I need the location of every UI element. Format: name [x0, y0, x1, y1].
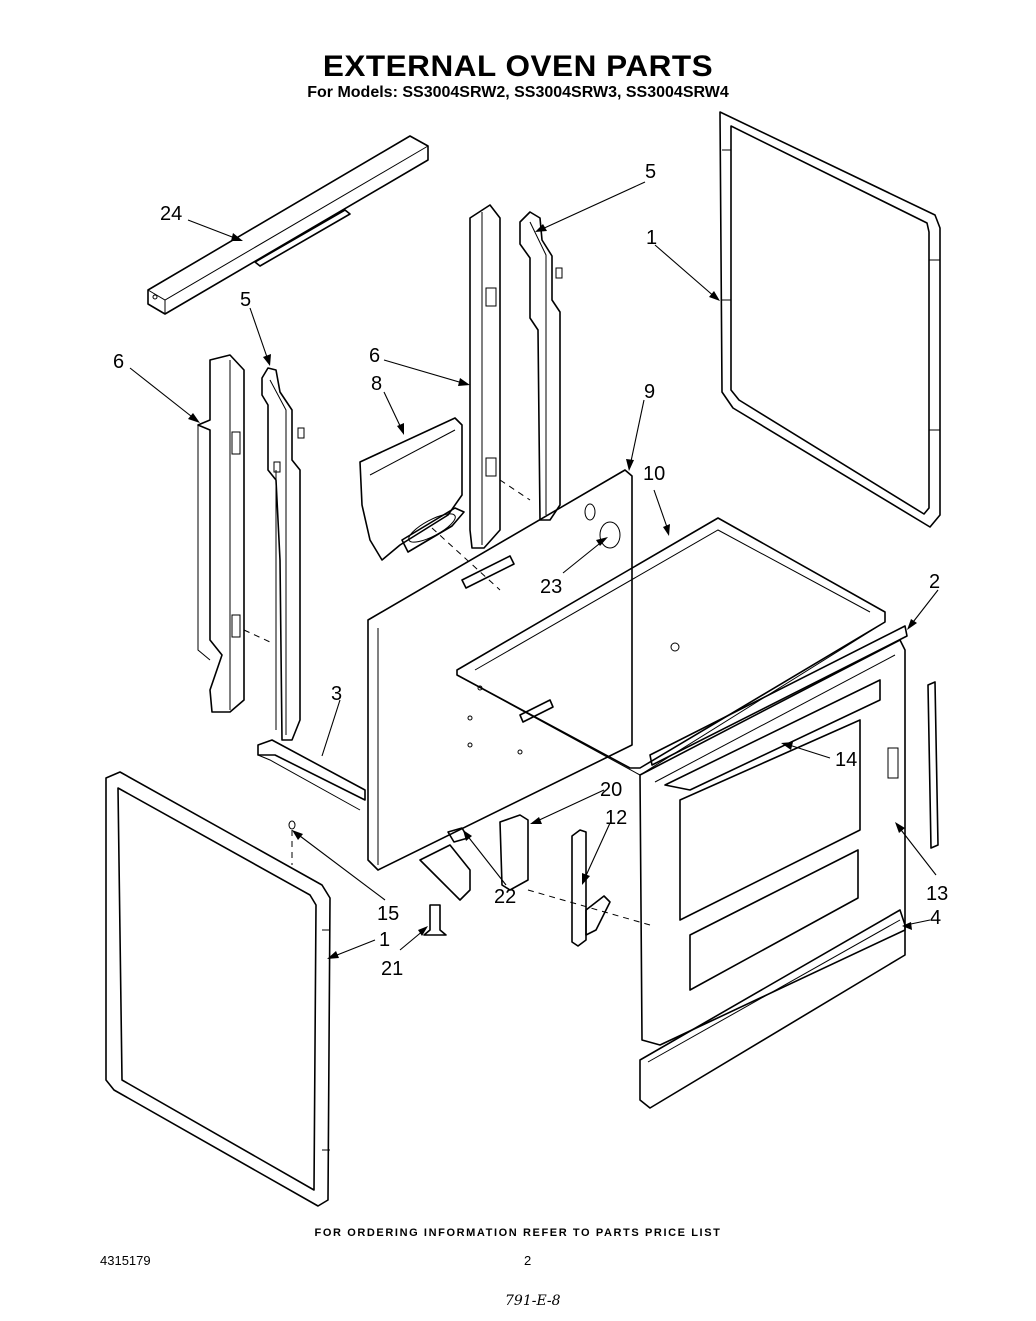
- callout-5-left: 5: [240, 289, 251, 311]
- callout-6-left: 6: [113, 351, 124, 373]
- callout-9: 9: [644, 381, 655, 403]
- ordering-note: FOR ORDERING INFORMATION REFER TO PARTS …: [314, 1227, 722, 1239]
- part-4-bottom-trim: [639, 909, 906, 1109]
- part-1-left-frame: [105, 771, 331, 1207]
- part-2-front-frame: [639, 625, 908, 1046]
- callout-21: 21: [381, 958, 403, 980]
- part-21-bolt: [423, 904, 447, 936]
- callout-2: 2: [929, 571, 940, 593]
- handwritten-note: 791-E-8: [505, 1293, 561, 1309]
- models-subtitle: For Models: SS3004SRW2, SS3004SRW3, SS30…: [307, 84, 729, 101]
- page-title: EXTERNAL OVEN PARTS: [322, 50, 714, 83]
- callout-22: 22: [494, 886, 516, 908]
- callout-14: 14: [835, 749, 857, 771]
- part-10-panel: [456, 517, 886, 776]
- part-6-center-rail: [469, 204, 501, 549]
- part-3-rail: [257, 739, 366, 811]
- page-number: 2: [524, 1253, 532, 1268]
- callout-6-center: 6: [369, 345, 380, 367]
- callout-1-right: 1: [646, 227, 657, 249]
- callout-24: 24: [160, 203, 182, 225]
- part-24-top-trim: [147, 135, 429, 315]
- callout-8: 8: [371, 373, 382, 395]
- callout-10: 10: [643, 463, 665, 485]
- part-1-right-frame: [719, 111, 941, 528]
- part-5-left-bracket: [261, 367, 305, 741]
- callout-15: 15: [377, 903, 399, 925]
- part-15-screw: [288, 820, 296, 830]
- callout-1-left: 1: [379, 929, 390, 951]
- part-12-hinge-channel: [571, 829, 611, 947]
- callout-13: 13: [926, 883, 948, 905]
- callout-5-center: 5: [645, 161, 656, 183]
- callout-3: 3: [331, 683, 342, 705]
- part-8-duct: [359, 417, 465, 561]
- callout-12: 12: [605, 807, 627, 829]
- part-6-left-rail: [197, 354, 245, 713]
- callout-20: 20: [600, 779, 622, 801]
- part-5-center-bracket: [519, 211, 563, 521]
- callout-labels: 24 5 6 6 8 5 1 9 10 23 2 14 13 4 3 20 12…: [113, 161, 948, 980]
- part-13-strip: [927, 681, 939, 849]
- document-number: 4315179: [100, 1253, 151, 1268]
- callout-23: 23: [540, 576, 562, 598]
- callout-4: 4: [930, 907, 941, 929]
- leader-lines: [129, 181, 939, 959]
- part-9-back-panel: [367, 469, 633, 871]
